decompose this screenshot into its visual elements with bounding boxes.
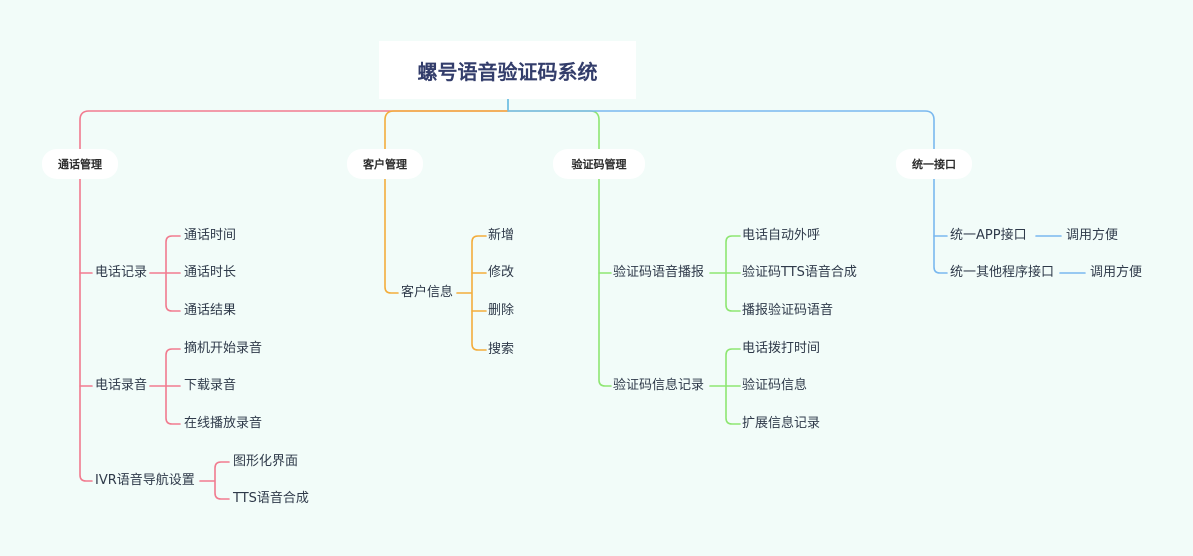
category-unified-api[interactable]: 统一接口: [896, 149, 972, 179]
connector-call-management: [79, 110, 509, 150]
category-customer-management[interactable]: 客户管理: [347, 149, 423, 179]
node-code-voice-broadcast[interactable]: 验证码语音播报: [613, 265, 705, 280]
node-play-recording-online[interactable]: 在线播放录音: [184, 416, 263, 431]
root-node[interactable]: 螺号语音验证码系统: [379, 41, 636, 99]
bracket-customer-info: [471, 235, 487, 351]
node-add[interactable]: 新增: [488, 228, 515, 243]
node-code-info[interactable]: 验证码信息: [742, 378, 808, 393]
node-call-records[interactable]: 电话记录: [95, 265, 148, 280]
spine-call-management: [79, 178, 93, 482]
spine-code-management: [598, 178, 612, 387]
node-unified-other-api[interactable]: 统一其他程序接口: [950, 265, 1055, 280]
spine-customer-management: [384, 178, 399, 294]
node-code-info-records[interactable]: 验证码信息记录: [613, 378, 705, 393]
node-search[interactable]: 搜索: [488, 342, 515, 357]
node-tts-synthesis[interactable]: TTS语音合成: [233, 491, 309, 506]
node-delete[interactable]: 删除: [488, 303, 515, 318]
node-dial-time[interactable]: 电话拨打时间: [742, 341, 821, 356]
connector-customer-management: [384, 110, 509, 150]
node-download-recording[interactable]: 下载录音: [184, 378, 237, 393]
node-call-result[interactable]: 通话结果: [184, 303, 237, 318]
node-auto-outbound-call[interactable]: 电话自动外呼: [742, 228, 821, 243]
node-other-api-easy-call[interactable]: 调用方便: [1090, 265, 1143, 280]
node-code-tts-synthesis[interactable]: 验证码TTS语音合成: [742, 265, 857, 280]
spine-unified-api: [933, 178, 948, 274]
node-graphical-interface[interactable]: 图形化界面: [233, 454, 299, 469]
node-call-time[interactable]: 通话时间: [184, 228, 237, 243]
node-offhook-record[interactable]: 摘机开始录音: [184, 341, 263, 356]
node-app-api-easy-call[interactable]: 调用方便: [1066, 228, 1119, 243]
node-extended-info-records[interactable]: 扩展信息记录: [742, 416, 821, 431]
node-call-recording[interactable]: 电话录音: [95, 378, 148, 393]
node-customer-info[interactable]: 客户信息: [401, 285, 454, 300]
node-broadcast-code-voice[interactable]: 播报验证码语音: [742, 303, 834, 318]
node-unified-app-api[interactable]: 统一APP接口: [950, 228, 1027, 243]
node-ivr-navigation[interactable]: IVR语音导航设置: [95, 473, 195, 488]
connector-code-management: [507, 110, 600, 150]
node-edit[interactable]: 修改: [488, 265, 515, 280]
node-call-duration[interactable]: 通话时长: [184, 265, 237, 280]
category-verification-code-management[interactable]: 验证码管理: [553, 149, 645, 179]
bracket-ivr: [214, 461, 230, 500]
connector-unified-api: [507, 110, 935, 150]
category-call-management[interactable]: 通话管理: [42, 149, 118, 179]
